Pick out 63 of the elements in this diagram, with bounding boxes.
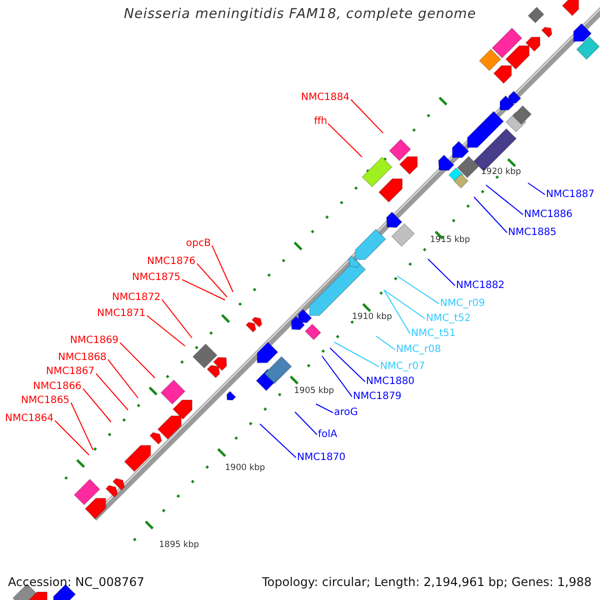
leader-line xyxy=(108,359,138,398)
leader-line xyxy=(96,373,128,410)
leader-line xyxy=(384,290,410,334)
gene-label: opcB xyxy=(186,236,211,250)
leader-line xyxy=(428,258,456,286)
genome-summary-text: Topology: circular; Length: 2,194,961 bp; Genes: 1,988 xyxy=(262,576,592,588)
gene-label: NMC1884 xyxy=(301,90,350,104)
gene-label: NMC1870 xyxy=(297,450,346,464)
scale-label: 1910 kbp xyxy=(352,310,392,324)
leader-line xyxy=(294,412,318,436)
leader-line xyxy=(396,276,440,304)
leader-line xyxy=(384,290,426,320)
accession-text: Accession: NC_008767 xyxy=(8,576,144,588)
leader-line xyxy=(120,342,156,378)
gene-label: NMC_t52 xyxy=(426,312,471,324)
gene-label: NMC_r07 xyxy=(380,360,425,372)
gene-label: NMC1867 xyxy=(46,364,95,378)
leader-line xyxy=(334,342,380,368)
gene-label: NMC1869 xyxy=(70,334,119,346)
gene-label: NMC_r09 xyxy=(440,296,485,310)
scale-label: 1920 kbp xyxy=(481,166,522,178)
gene-label: NMC1886 xyxy=(524,208,573,220)
leader-line xyxy=(330,348,366,382)
leader-line xyxy=(474,196,508,234)
gene-label: aroG xyxy=(334,406,358,418)
leader-line xyxy=(350,99,384,134)
scale-label: 1895 kbp xyxy=(159,538,200,552)
map-title: Neisseria meningitidis FAM18, complete genome xyxy=(122,8,478,21)
gene-label: folA xyxy=(318,428,338,440)
scale-label: 1915 kbp xyxy=(430,234,470,246)
gene-label: NMC1866 xyxy=(33,380,82,392)
gene-label: NMC1868 xyxy=(58,350,107,364)
gene-label: ffh xyxy=(314,114,328,128)
leader-line xyxy=(376,336,396,350)
leader-line xyxy=(316,404,334,414)
gene-label: NMC1880 xyxy=(366,374,415,388)
gene-label: NMC1885 xyxy=(508,226,557,238)
leader-line xyxy=(260,424,296,458)
scale-label: 1900 kbp xyxy=(225,462,266,474)
gene-label: NMC1875 xyxy=(132,270,181,284)
gene-label: NMC1864 xyxy=(5,412,54,424)
leader-line xyxy=(322,356,352,398)
gene-label: NMC_t51 xyxy=(411,326,456,340)
gene-label: NMC1882 xyxy=(456,278,505,292)
scale-label: 1905 kbp xyxy=(294,384,334,398)
gene-label: NMC1887 xyxy=(546,188,595,200)
gene-label: NMC1876 xyxy=(147,254,196,268)
leader-line xyxy=(182,279,226,300)
leader-line xyxy=(328,123,362,158)
gene-label: NMC1865 xyxy=(21,394,70,406)
leader-line xyxy=(212,245,234,292)
gene-label: NMC1879 xyxy=(353,390,402,402)
leader-line xyxy=(486,184,524,216)
leader-line xyxy=(54,420,90,456)
leader-line xyxy=(70,402,94,450)
gene-label: NMC1871 xyxy=(97,306,146,320)
gene-label: NMC1872 xyxy=(112,290,161,304)
leader-line xyxy=(82,388,112,422)
gene-label: NMC_r08 xyxy=(396,342,441,356)
leader-line xyxy=(528,182,546,196)
leader-line xyxy=(196,263,228,298)
leader-line xyxy=(146,315,186,346)
leader-line xyxy=(162,299,192,338)
